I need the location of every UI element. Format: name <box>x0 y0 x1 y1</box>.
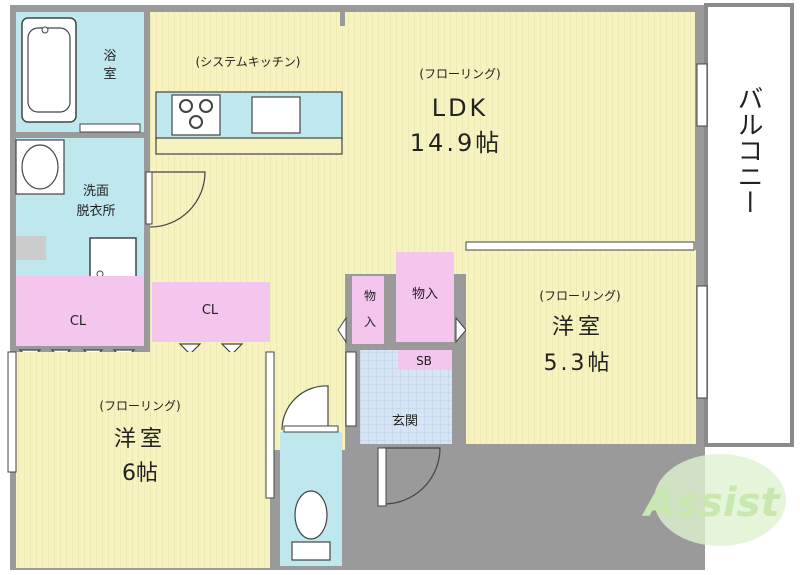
kitchen-sink-icon <box>251 96 301 134</box>
western-left-window <box>7 351 17 473</box>
entrance-label: 玄関 <box>392 414 418 429</box>
closet-center-label: CL <box>202 303 219 318</box>
ldk-wall-notch <box>340 12 345 26</box>
western-left-size: 6帖 <box>122 461 158 486</box>
burner-1 <box>179 99 193 113</box>
kitchen-base <box>155 137 343 155</box>
storage-small <box>352 276 384 344</box>
western-right-name: 洋室 <box>552 315 604 340</box>
toilet-bowl-icon <box>294 490 328 540</box>
toilet-tank <box>291 541 331 561</box>
storage-small-label-1: 物 <box>364 289 376 303</box>
shoe-box-label: SB <box>416 354 432 368</box>
toilet-door-arc <box>281 385 329 431</box>
storage-door-marks <box>337 316 467 344</box>
assist-logo-text: Assist <box>641 480 781 526</box>
burner-2 <box>199 99 213 113</box>
western-right-room <box>466 250 696 444</box>
storage-large <box>396 252 454 342</box>
western-right-size: 5.3帖 <box>544 351 613 376</box>
balcony-label: バルコニー <box>733 85 763 215</box>
closet-doors-center <box>178 343 244 355</box>
entry-door-arc <box>383 447 441 505</box>
western-left-type: (フローリング) <box>99 399 180 413</box>
bath-drain-icon <box>41 26 49 34</box>
bath-label-2: 室 <box>103 66 116 82</box>
bathtub-inner <box>27 27 71 113</box>
wash-door-arc <box>149 171 206 228</box>
western-right-type: (フローリング) <box>539 289 620 303</box>
bath-label-1: 浴 <box>103 49 116 64</box>
shoe-box <box>398 350 452 370</box>
western-right-sliding-door <box>465 241 695 251</box>
ldk-type: (フローリング) <box>419 67 500 81</box>
ldk-name: LDK <box>432 94 489 122</box>
western-left-name: 洋室 <box>114 427 166 452</box>
sink-icon <box>21 144 59 190</box>
wash-label-2: 脱衣所 <box>76 203 115 219</box>
closet-center <box>152 282 270 342</box>
burner-3 <box>189 115 203 129</box>
western-left-room <box>16 352 270 568</box>
closet-left-label: CL <box>70 314 87 329</box>
ldk-size: 14.9帖 <box>410 129 502 157</box>
wash-door-leaf <box>145 171 153 225</box>
closet-left <box>16 276 144 346</box>
washroom-niche <box>16 236 46 260</box>
assist-logo: Assist <box>641 454 786 546</box>
balcony <box>704 3 794 447</box>
kitchen-label: (システムキッチン) <box>195 55 300 69</box>
bath-door <box>79 123 141 133</box>
wash-label-1: 洗面 <box>83 184 109 199</box>
toilet-door-leaf <box>283 425 339 433</box>
balcony-window-top <box>696 63 708 127</box>
entry-door-leaf <box>377 447 387 507</box>
balcony-window-bottom <box>696 285 708 399</box>
storage-small-label-2: 入 <box>364 315 376 329</box>
western-left-door-track <box>265 351 275 499</box>
storage-large-label: 物入 <box>412 287 438 302</box>
entrance-wall-mark <box>345 351 357 427</box>
